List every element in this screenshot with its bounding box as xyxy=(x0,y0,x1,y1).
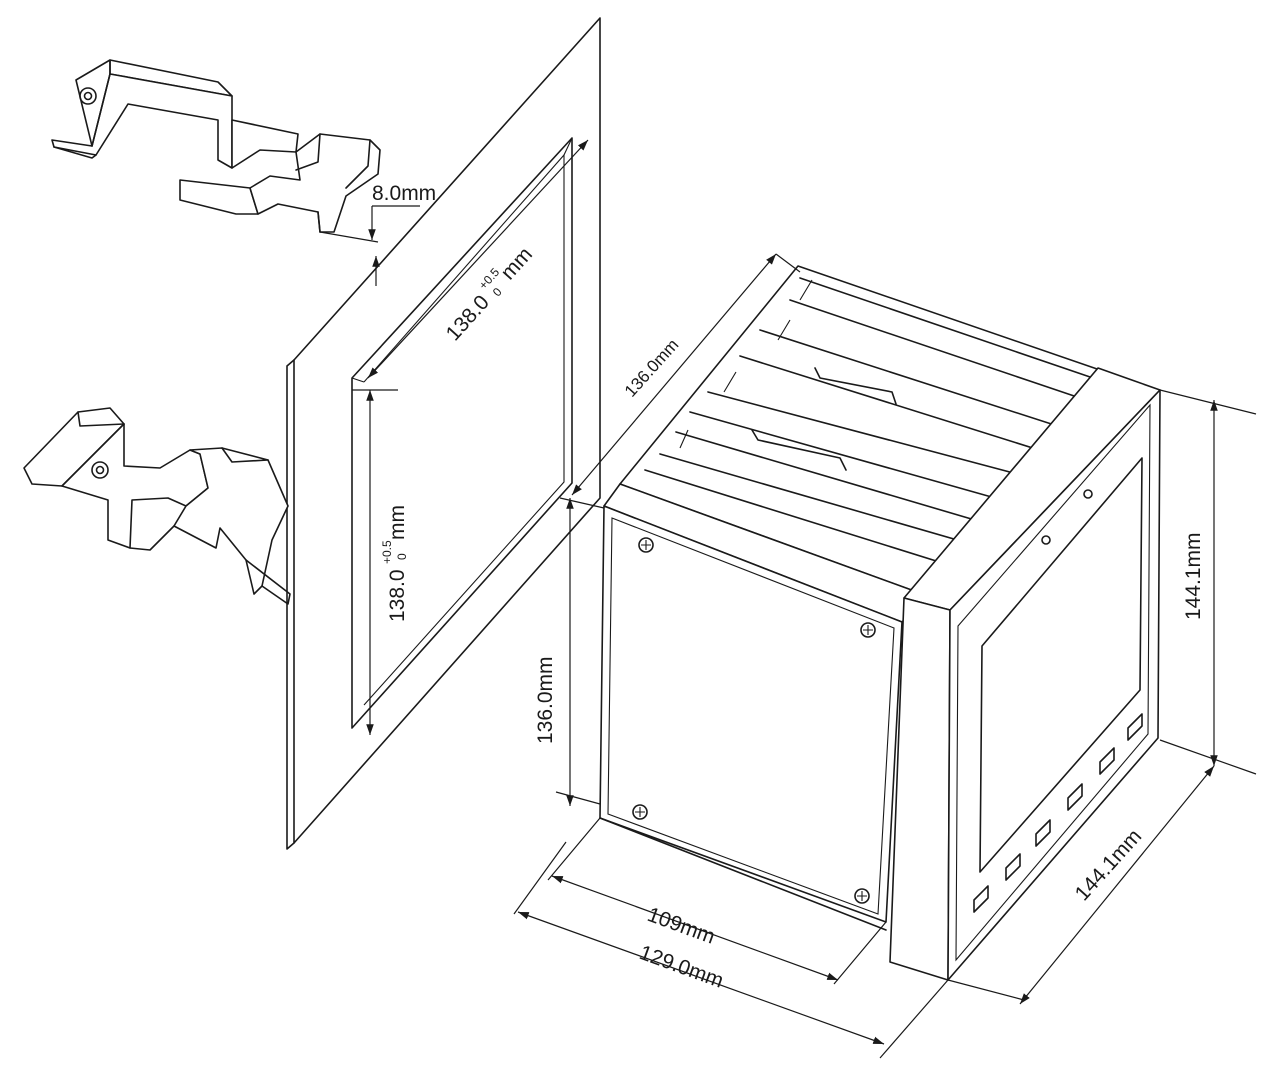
dimension-lines xyxy=(319,139,1257,1059)
cutout-height-label: 138.0 +0.5 0 mm xyxy=(380,505,409,622)
clip-gap-label: 8.0mm xyxy=(372,182,436,205)
cutout-height-tol-lower: 0 xyxy=(395,553,409,560)
mounting-clip-top xyxy=(51,59,381,233)
screw-rear-top-left xyxy=(638,537,654,553)
indicator-led-2 xyxy=(1041,535,1051,545)
body-depth-top-label: 136.0mm xyxy=(621,335,683,400)
screw-rear-bottom-right xyxy=(854,888,870,904)
indicator-led-1 xyxy=(1083,489,1093,499)
body-height-label: 136.0mm xyxy=(534,656,557,744)
total-depth-label: 129.0mm xyxy=(636,941,726,993)
front-width-label: 144.1mm xyxy=(1071,825,1147,905)
cutout-height-value: 138.0 xyxy=(386,569,409,622)
display-window xyxy=(979,457,1143,873)
screw-rear-top-right xyxy=(860,622,876,638)
mounting-clip-bottom xyxy=(23,407,291,605)
screw-rear-bottom-left xyxy=(632,804,648,820)
cutout-height-tol-upper: +0.5 xyxy=(380,540,394,564)
instrument-front-bezel xyxy=(889,367,1161,981)
front-height-label: 144.1mm xyxy=(1182,532,1205,620)
cutout-height-unit: mm xyxy=(386,505,409,540)
rear-depth-label: 109mm xyxy=(644,903,718,949)
